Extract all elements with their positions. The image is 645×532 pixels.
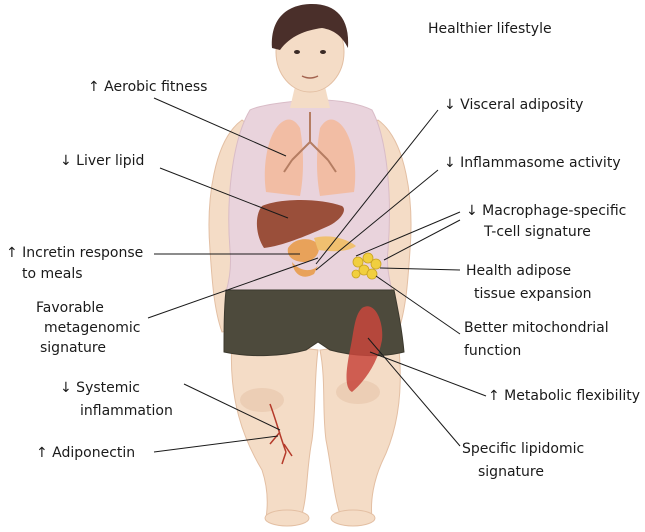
- label-adiponectin: ↑ Adiponectin: [36, 444, 135, 462]
- left-leg: [231, 340, 318, 520]
- left-foot: [265, 510, 309, 526]
- label-lipidomic-2: signature: [478, 463, 544, 481]
- label-metagenomic-1: Favorable: [36, 299, 104, 317]
- label-lipidomic-1: Specific lipidomic: [462, 440, 584, 458]
- label-macrophage-1: ↓ Macrophage-specific: [466, 202, 626, 220]
- right-foot: [331, 510, 375, 526]
- label-visceral-adiposity: ↓ Visceral adiposity: [444, 96, 583, 114]
- label-adipose-1: Health adipose: [466, 262, 571, 280]
- label-aerobic-fitness: ↑ Aerobic fitness: [88, 78, 207, 96]
- label-systemic-1: ↓ Systemic: [60, 379, 140, 397]
- heading: Healthier lifestyle: [428, 20, 552, 38]
- label-metabolic-flexibility: ↑ Metabolic flexibility: [488, 387, 640, 405]
- label-mitochondrial-1: Better mitochondrial: [464, 319, 609, 337]
- right-eye: [320, 50, 326, 54]
- label-macrophage-2: T-cell signature: [484, 223, 591, 241]
- label-incretin-1: ↑ Incretin response: [6, 244, 143, 262]
- label-liver-lipid: ↓ Liver lipid: [60, 152, 144, 170]
- label-adipose-2: tissue expansion: [474, 285, 592, 303]
- left-knee: [240, 388, 284, 412]
- label-mitochondrial-2: function: [464, 342, 521, 360]
- label-incretin-2: to meals: [22, 265, 83, 283]
- left-eye: [294, 50, 300, 54]
- label-inflammasome: ↓ Inflammasome activity: [444, 154, 621, 172]
- label-systemic-2: inflammation: [80, 402, 173, 420]
- label-metagenomic-3: signature: [40, 339, 106, 357]
- label-metagenomic-2: metagenomic: [44, 319, 140, 337]
